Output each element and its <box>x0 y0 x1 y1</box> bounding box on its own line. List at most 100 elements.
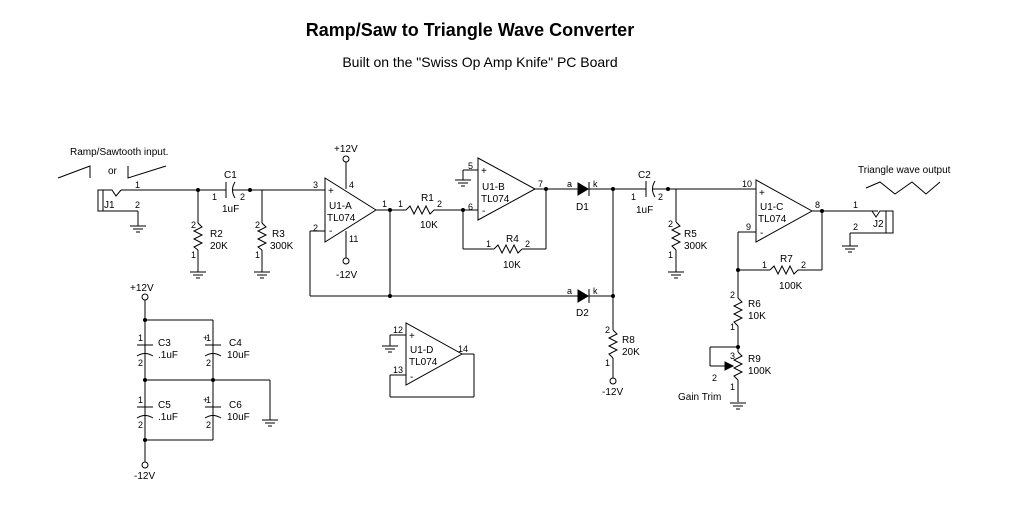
svg-text:1: 1 <box>631 192 636 202</box>
svg-text:+: + <box>409 331 415 342</box>
svg-text:1: 1 <box>138 333 143 343</box>
svg-text:5: 5 <box>468 161 473 171</box>
svg-text:1: 1 <box>138 395 143 405</box>
gain-trim-label: Gain Trim <box>678 392 721 403</box>
diode-d1: a k D1 <box>567 179 598 213</box>
svg-text:-: - <box>329 226 332 237</box>
resistor-r1: R1 10K 1 2 <box>398 193 442 231</box>
svg-text:2: 2 <box>712 373 717 383</box>
svg-text:U1-A: U1-A <box>329 201 352 212</box>
svg-text:2: 2 <box>525 239 530 249</box>
svg-text:1: 1 <box>206 395 211 405</box>
svg-text:8: 8 <box>815 200 820 210</box>
svg-text:1: 1 <box>398 199 403 209</box>
svg-text:TL074: TL074 <box>758 214 787 225</box>
svg-text:2: 2 <box>658 192 663 202</box>
svg-text:TL074: TL074 <box>327 213 356 224</box>
diagram-subtitle: Built on the "Swiss Op Amp Knife" PC Boa… <box>342 54 618 70</box>
svg-text:C1: C1 <box>224 170 237 181</box>
svg-text:2: 2 <box>138 420 143 430</box>
diode-d2: a k D2 <box>567 286 598 319</box>
ramp-waveform-icon <box>57 165 91 179</box>
svg-text:1: 1 <box>206 333 211 343</box>
resistor-r7: R7 100K 1 2 <box>762 254 806 292</box>
supply-vneg: -12V <box>134 471 155 482</box>
svg-text:R6: R6 <box>748 299 761 310</box>
svg-text:a: a <box>567 286 572 296</box>
opamp-u1c: + - U1-C TL074 10 9 8 <box>742 179 820 243</box>
svg-text:D1: D1 <box>576 202 589 213</box>
svg-text:300K: 300K <box>270 241 294 252</box>
svg-text:13: 13 <box>393 365 403 375</box>
svg-text:3: 3 <box>313 180 318 190</box>
svg-text:10uF: 10uF <box>227 412 250 423</box>
capacitor-c6: C6 10uF + 1 2 <box>203 395 250 430</box>
svg-text:1: 1 <box>486 239 491 249</box>
svg-text:+: + <box>481 166 487 177</box>
svg-text:C3: C3 <box>158 338 171 349</box>
svg-text:2: 2 <box>240 192 245 202</box>
svg-text:2: 2 <box>437 199 442 209</box>
svg-text:2: 2 <box>730 290 735 300</box>
resistor-r6: R6 10K 2 1 <box>730 290 766 347</box>
svg-text:R5: R5 <box>684 229 697 240</box>
svg-text:1uF: 1uF <box>636 205 653 216</box>
capacitor-c2: C2 1uF 1 2 <box>631 170 678 216</box>
capacitor-c4: C4 10uF + 1 2 <box>203 333 250 368</box>
u1a-vneg: -12V <box>336 270 357 281</box>
capacitor-c5: C5 .1uF 1 2 <box>136 395 178 430</box>
svg-text:6: 6 <box>468 202 473 212</box>
output-label: Triangle wave output <box>858 165 951 176</box>
opamp-u1b: + - U1-B TL074 5 6 7 <box>468 157 543 221</box>
input-label: Ramp/Sawtooth input. <box>70 147 168 158</box>
svg-text:1: 1 <box>762 260 767 270</box>
svg-text:2: 2 <box>191 220 196 230</box>
supply-vpos: +12V <box>130 283 154 294</box>
resistor-r5: R5 300K 2 1 <box>668 189 708 272</box>
svg-text:C2: C2 <box>638 170 651 181</box>
svg-text:C6: C6 <box>229 400 242 411</box>
opamp-u1a: + - U1-A TL074 3 2 1 4 11 <box>313 177 387 244</box>
svg-text:1: 1 <box>191 250 196 260</box>
svg-text:20K: 20K <box>210 241 228 252</box>
opamp-u1d: + - U1-D TL074 12 13 14 <box>393 322 468 386</box>
svg-text:10: 10 <box>742 179 752 189</box>
svg-text:1: 1 <box>255 250 260 260</box>
svg-text:R9: R9 <box>748 354 761 365</box>
svg-text:2: 2 <box>206 420 211 430</box>
r8-vneg: -12V <box>602 387 623 398</box>
resistor-r4: R4 10K 1 2 <box>486 234 530 271</box>
svg-text:-: - <box>410 372 413 383</box>
diagram-title: Ramp/Saw to Triangle Wave Converter <box>305 20 635 40</box>
resistor-r2: R2 20K 2 1 <box>191 190 228 272</box>
svg-text:12: 12 <box>393 325 403 335</box>
svg-text:TL074: TL074 <box>481 194 510 205</box>
j2-jack: J2 1 2 <box>850 200 894 234</box>
svg-text:k: k <box>593 286 598 296</box>
svg-text:10K: 10K <box>503 260 521 271</box>
svg-text:100K: 100K <box>779 281 803 292</box>
svg-text:1: 1 <box>730 322 735 332</box>
svg-text:+: + <box>203 395 208 405</box>
svg-text:TL074: TL074 <box>409 357 438 368</box>
svg-text:R2: R2 <box>210 229 223 240</box>
svg-text:R1: R1 <box>421 193 434 204</box>
svg-text:1: 1 <box>135 180 140 190</box>
capacitor-c3: C3 .1uF 1 2 <box>136 333 178 368</box>
svg-text:1: 1 <box>730 382 735 392</box>
svg-text:1: 1 <box>853 200 858 210</box>
svg-text:2: 2 <box>668 219 673 229</box>
svg-text:10K: 10K <box>420 220 438 231</box>
svg-text:-: - <box>482 206 485 217</box>
svg-text:1: 1 <box>382 199 387 209</box>
svg-text:R7: R7 <box>780 254 793 265</box>
svg-text:2: 2 <box>138 358 143 368</box>
resistor-r8: R8 20K 2 1 <box>605 325 640 378</box>
svg-text:10K: 10K <box>748 311 766 322</box>
j1-jack: J1 1 2 <box>97 180 140 212</box>
svg-text:2: 2 <box>605 325 610 335</box>
svg-text:7: 7 <box>538 179 543 189</box>
svg-text:11: 11 <box>349 234 358 244</box>
svg-text:.1uF: .1uF <box>158 412 178 423</box>
